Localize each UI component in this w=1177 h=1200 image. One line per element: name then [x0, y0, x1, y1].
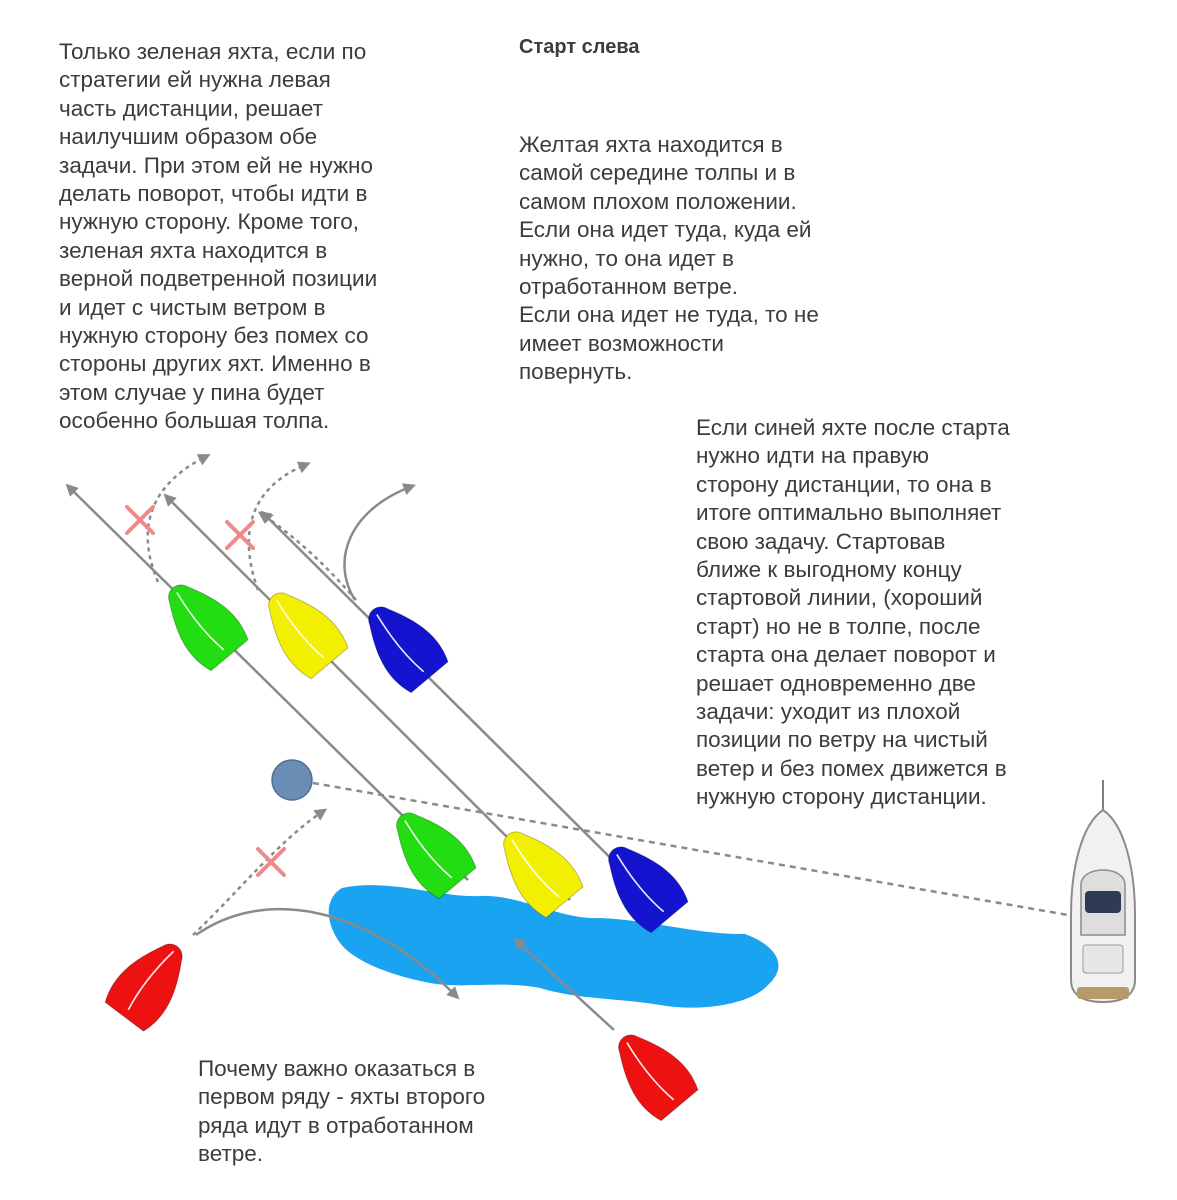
- yellow-yacht-back: [485, 815, 588, 922]
- blue-yacht-front: [350, 590, 453, 697]
- cross-icon: [225, 520, 255, 550]
- cross-icon: [256, 847, 286, 877]
- course-lines: [65, 483, 669, 1031]
- cross-icon: [125, 505, 155, 535]
- committee-boat-icon: [1070, 780, 1136, 1004]
- start-line: [312, 781, 1069, 917]
- green-yacht-front: [150, 568, 253, 675]
- page-title: Старт слева: [519, 36, 640, 58]
- blue-yacht-description: Если синей яхте после старта нужно идти …: [696, 415, 1010, 810]
- red-yacht-right: [600, 1018, 703, 1125]
- green-yacht-description: Только зеленая яхта, если по стратегии е…: [59, 39, 378, 434]
- pin-buoy: [271, 759, 313, 801]
- yellow-yacht-description: Желтая яхта находится в самой середине т…: [519, 132, 819, 385]
- disturbed-water-zone: [328, 885, 779, 1008]
- dashed-tacks: [146, 454, 357, 936]
- red-yacht-description: Почему важно оказаться в первом ряду - я…: [198, 1056, 486, 1167]
- yachts: [100, 568, 703, 1125]
- yellow-yacht-front: [250, 576, 353, 683]
- blocked-markers: [125, 505, 286, 877]
- green-yacht-back: [378, 796, 481, 903]
- blue-yacht-back: [590, 830, 693, 937]
- red-yacht-left: [100, 928, 201, 1035]
